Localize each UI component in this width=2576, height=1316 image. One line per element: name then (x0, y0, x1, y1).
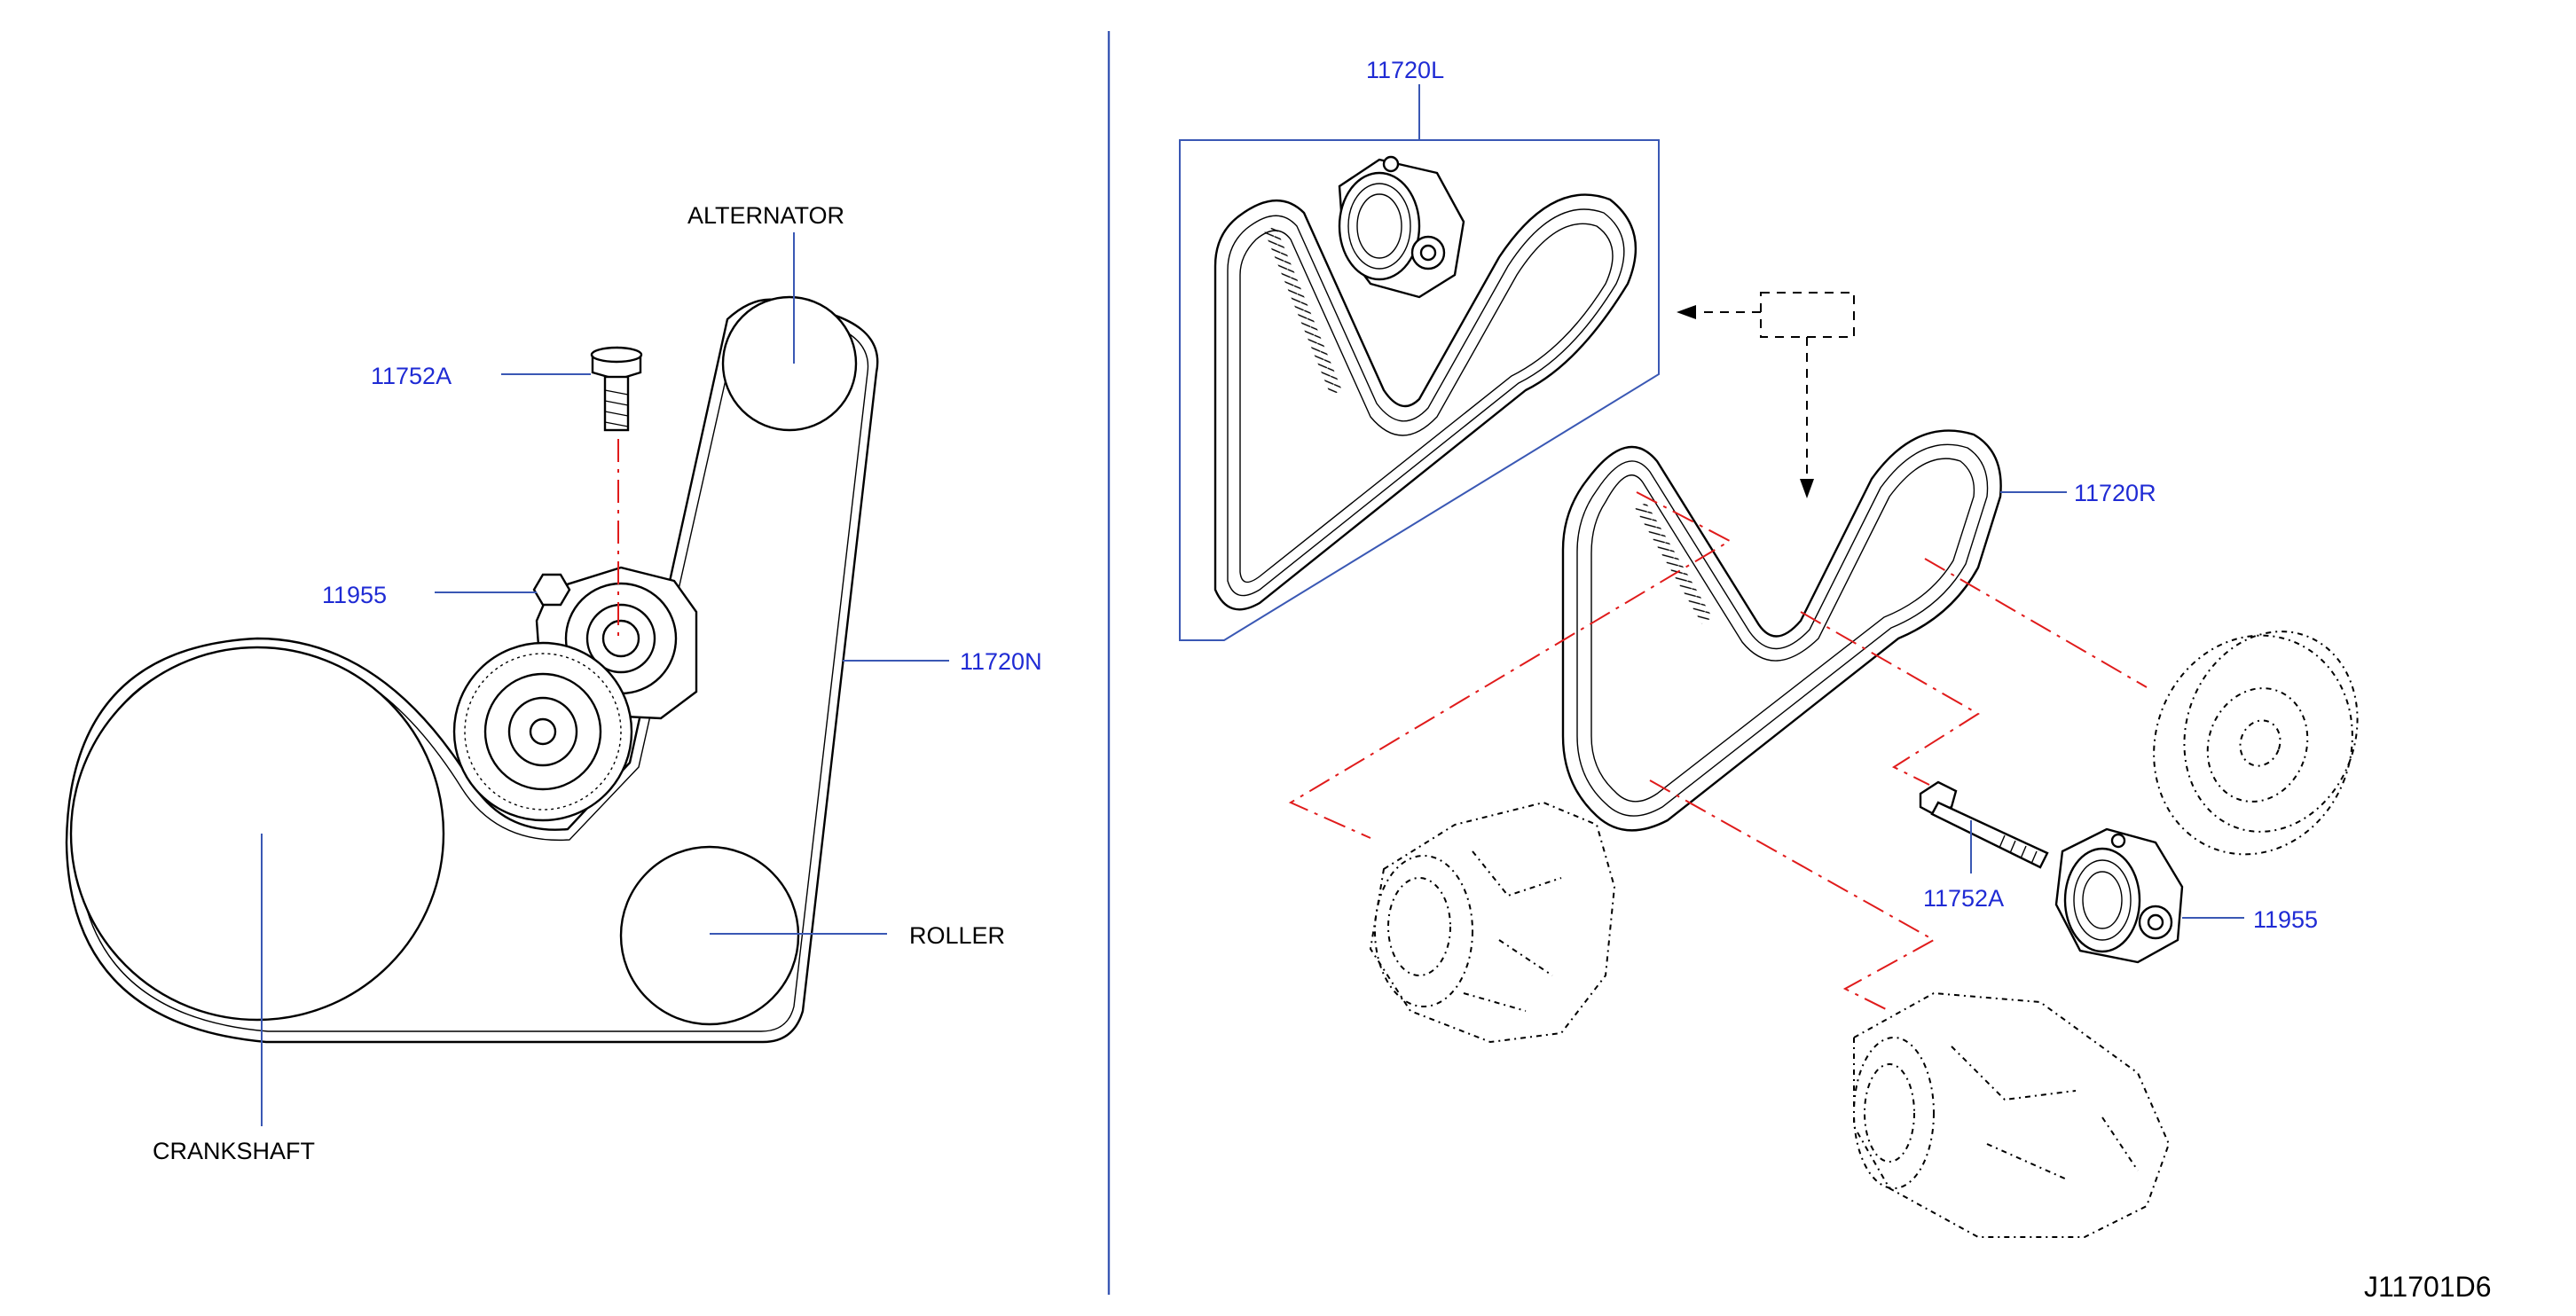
roller-pulley[interactable] (619, 845, 800, 1026)
reference-box (1760, 292, 1855, 338)
belt-11720l-frame (1179, 139, 1660, 641)
part-number-11752a-left[interactable]: 11752A (371, 363, 452, 389)
label-roller: ROLLER (909, 922, 1005, 949)
damper-pulley-sketch (2153, 631, 2359, 856)
part-number-11752a-right[interactable]: 11752A (1923, 885, 2004, 912)
alternator-sketch (1369, 801, 1616, 1044)
belt-11720l[interactable] (1213, 193, 1637, 611)
bolt-11752a-right[interactable] (1919, 780, 2049, 869)
tensioner-upper (1338, 155, 1465, 299)
part-number-11720l[interactable]: 11720L (1366, 57, 1444, 83)
part-number-11720r[interactable]: 11720R (2074, 480, 2156, 506)
part-number-11955-left[interactable]: 11955 (322, 582, 387, 608)
bolt-11752a-left[interactable] (590, 346, 643, 432)
exploded-view (1179, 84, 2359, 1238)
alternator-pulley[interactable] (721, 295, 858, 432)
label-alternator: ALTERNATOR (687, 202, 844, 229)
compressor-sketch (1853, 991, 2171, 1238)
belt-routing-diagram (65, 232, 887, 1126)
crankshaft-pulley[interactable] (69, 646, 445, 1022)
tensioner-assembly[interactable] (452, 566, 698, 822)
tensioner-right[interactable] (2054, 827, 2184, 964)
part-number-11955-right[interactable]: 11955 (2253, 906, 2318, 933)
label-crankshaft: CRANKSHAFT (153, 1138, 315, 1164)
part-number-11720n[interactable]: 11720N (960, 648, 1042, 675)
belt-11720n[interactable] (65, 298, 879, 1044)
diagram-code: J11701D6 (2364, 1271, 2492, 1303)
belt-11720r[interactable] (1561, 429, 2002, 832)
